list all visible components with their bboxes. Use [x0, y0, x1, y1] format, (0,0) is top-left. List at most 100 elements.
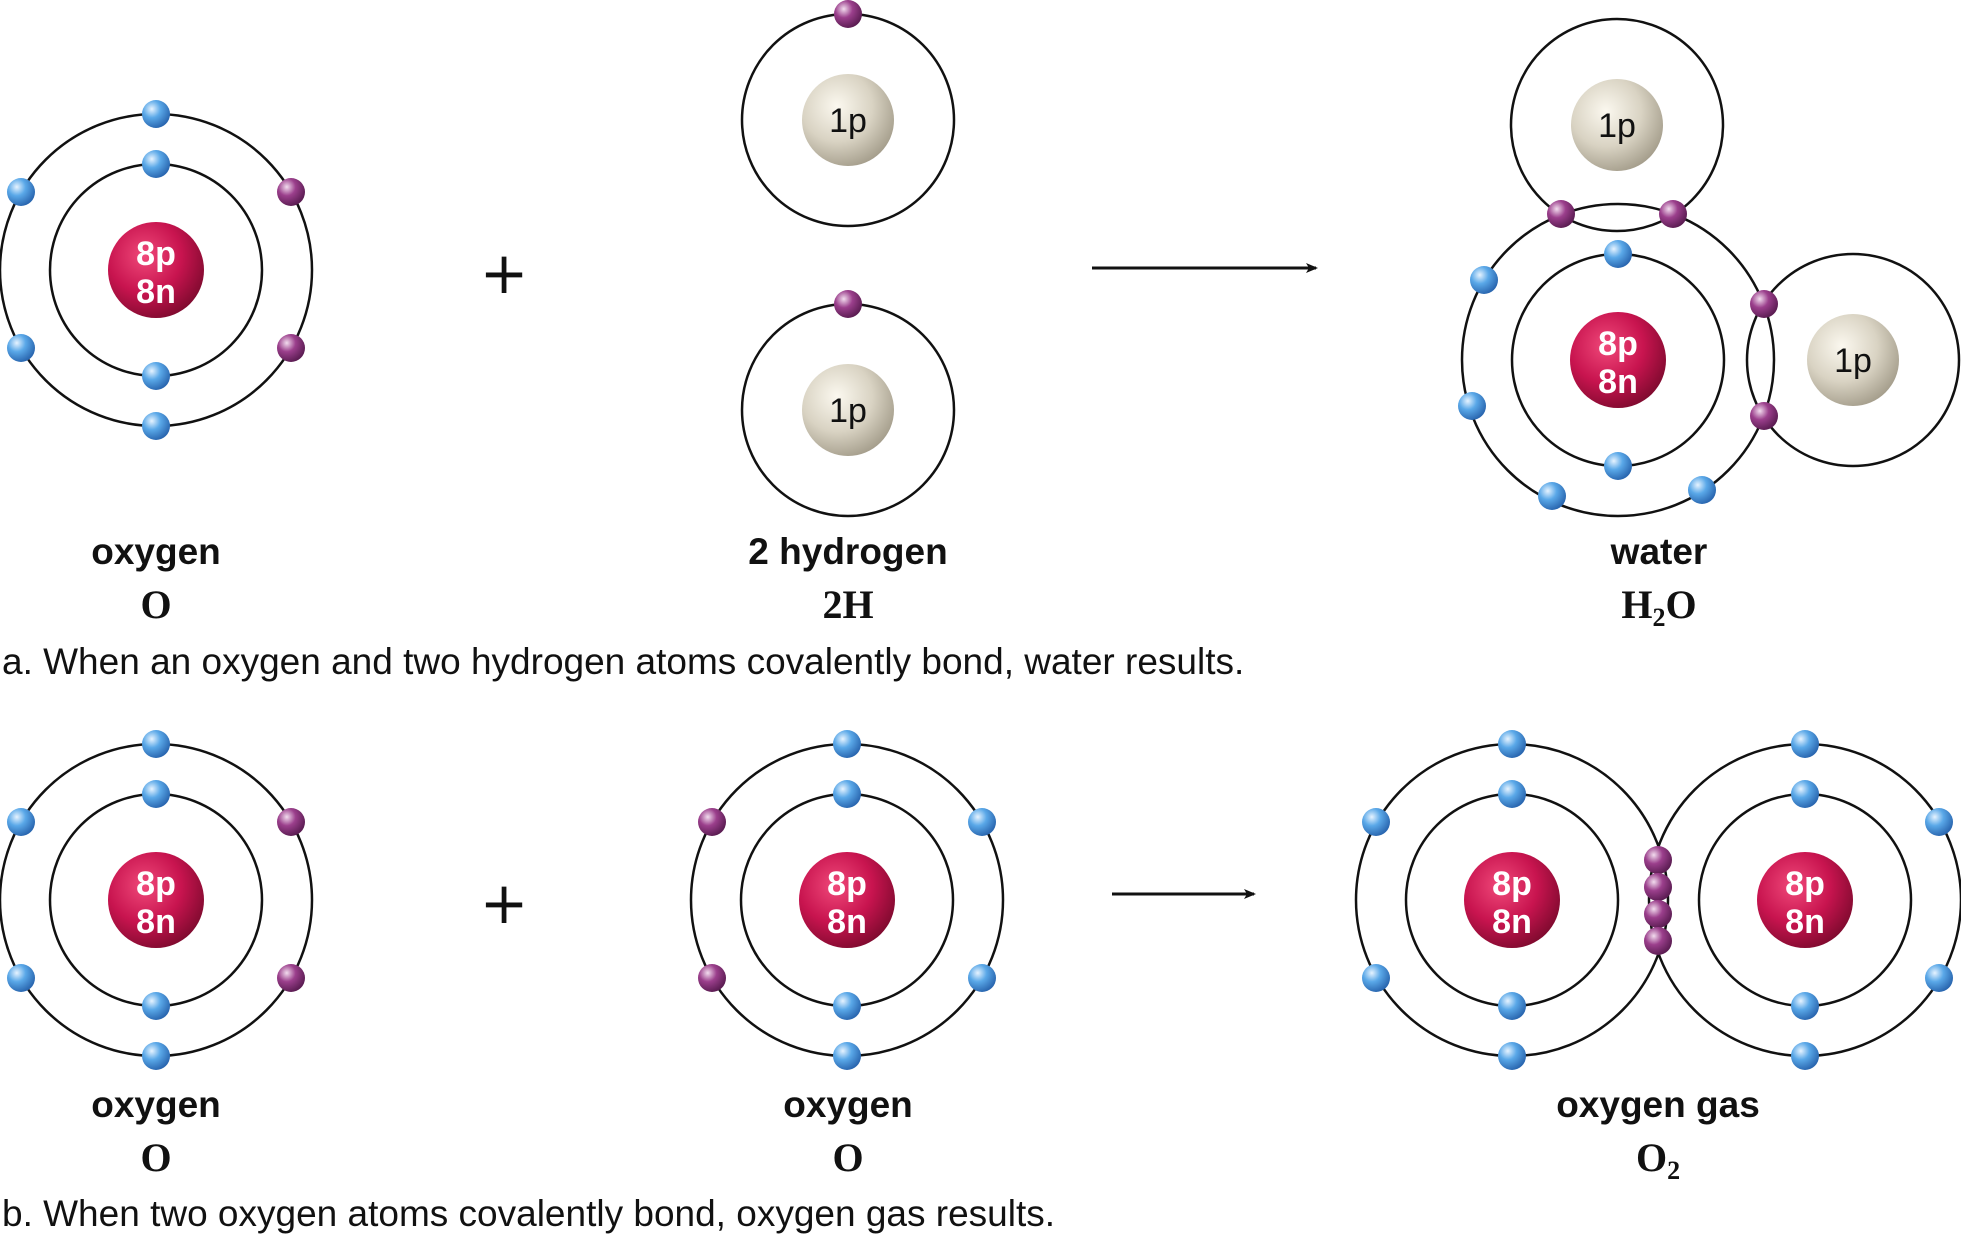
reactant-name: oxygen [91, 1084, 221, 1125]
reactant-name: oxygen [91, 531, 221, 572]
hydrogen-nucleus [1571, 79, 1663, 171]
hydrogen-nucleus [802, 74, 894, 166]
electron [1498, 730, 1526, 758]
electron [7, 964, 35, 992]
electron [1791, 992, 1819, 1020]
electron [968, 964, 996, 992]
electron [142, 100, 170, 128]
electron [1791, 1042, 1819, 1070]
electron [968, 808, 996, 836]
oxygen-gas-molecule: 8p 8n 8p 8n [1354, 730, 1961, 1070]
proton-count: 1p [1834, 342, 1872, 380]
electron [1925, 964, 1953, 992]
electron [1688, 476, 1716, 504]
electron [142, 412, 170, 440]
oxygen-nucleus [1570, 312, 1666, 408]
electron [1538, 482, 1566, 510]
oxygen-nucleus [1757, 852, 1853, 948]
product-formula: H2O [1621, 582, 1696, 632]
formula-main: H [1621, 582, 1652, 627]
shared-electron [1644, 846, 1672, 874]
electron [7, 178, 35, 206]
proton-count: 1p [829, 392, 867, 430]
shared-electron [1750, 402, 1778, 430]
oxygen-atom: 8p 8n [689, 730, 1005, 1070]
proton-count: 8p [1785, 865, 1825, 903]
hydrogen-atom: 1p [740, 290, 956, 518]
caption: b. When two oxygen atoms covalently bond… [2, 1193, 1055, 1234]
reactant-formula: 2H [822, 582, 873, 627]
proton-count: 8p [1492, 865, 1532, 903]
electron [277, 808, 305, 836]
oxygen-atom: 8p 8n [0, 100, 314, 440]
hydrogen-nucleus [802, 364, 894, 456]
formula-subscript: 2 [1653, 603, 1666, 632]
product-name: water [1610, 531, 1708, 572]
electron [142, 992, 170, 1020]
formula-subscript: 2 [1667, 1156, 1680, 1185]
water-molecule: 8p 8n 1p 1p [1458, 17, 1961, 518]
neutron-count: 8n [1492, 903, 1532, 941]
electron [277, 178, 305, 206]
shared-electron [1644, 927, 1672, 955]
proton-count: 8p [1598, 325, 1638, 363]
shell [1509, 17, 1725, 233]
electron [1458, 392, 1486, 420]
proton-count: 8p [136, 235, 176, 273]
caption: a. When an oxygen and two hydrogen atoms… [2, 641, 1244, 682]
reactant-formula: O [140, 582, 171, 627]
electron [834, 0, 862, 28]
shared-electron [1750, 290, 1778, 318]
electron [142, 150, 170, 178]
proton-count: 8p [827, 865, 867, 903]
proton-count: 1p [829, 102, 867, 140]
electron [1498, 1042, 1526, 1070]
reactant-formula: O [832, 1135, 863, 1180]
electron [7, 334, 35, 362]
electron [1791, 780, 1819, 808]
electron [833, 1042, 861, 1070]
electron [277, 334, 305, 362]
neutron-count: 8n [1785, 903, 1825, 941]
product-formula: O2 [1636, 1135, 1680, 1185]
panel-b: 8p 8n + 8p 8n [0, 730, 1961, 1234]
electron [833, 780, 861, 808]
neutron-count: 8n [827, 903, 867, 941]
electron [1362, 808, 1390, 836]
proton-count: 1p [1598, 107, 1636, 145]
plus-sign: + [480, 239, 529, 307]
oxygen-atom: 8p 8n [0, 730, 314, 1070]
outer-shell [1460, 202, 1776, 518]
electron [277, 964, 305, 992]
product-name: oxygen gas [1556, 1084, 1760, 1125]
proton-count: 8p [136, 865, 176, 903]
plus-sign: + [480, 869, 529, 937]
oxygen-nucleus [1464, 852, 1560, 948]
reactant-formula: O [140, 1135, 171, 1180]
neutron-count: 8n [136, 903, 176, 941]
electron [1498, 992, 1526, 1020]
formula-tail: O [1666, 582, 1697, 627]
shared-electron [1659, 200, 1687, 228]
shell [1745, 252, 1961, 468]
electron [1791, 730, 1819, 758]
reactant-name: 2 hydrogen [748, 531, 947, 572]
reactant-name: oxygen [783, 1084, 913, 1125]
shared-electron [1644, 900, 1672, 928]
electron [834, 290, 862, 318]
oxygen-nucleus [108, 222, 204, 318]
electron [1604, 240, 1632, 268]
neutron-count: 8n [1598, 363, 1638, 401]
electron [1470, 266, 1498, 294]
shared-electron [1644, 873, 1672, 901]
electron [833, 730, 861, 758]
panel-a: 8p 8n + 1p 1p [0, 0, 1961, 682]
electron [7, 808, 35, 836]
oxygen-nucleus [108, 852, 204, 948]
electron [142, 730, 170, 758]
electron [1362, 964, 1390, 992]
formula-main: O [1636, 1135, 1667, 1180]
electron [142, 780, 170, 808]
electron [142, 362, 170, 390]
